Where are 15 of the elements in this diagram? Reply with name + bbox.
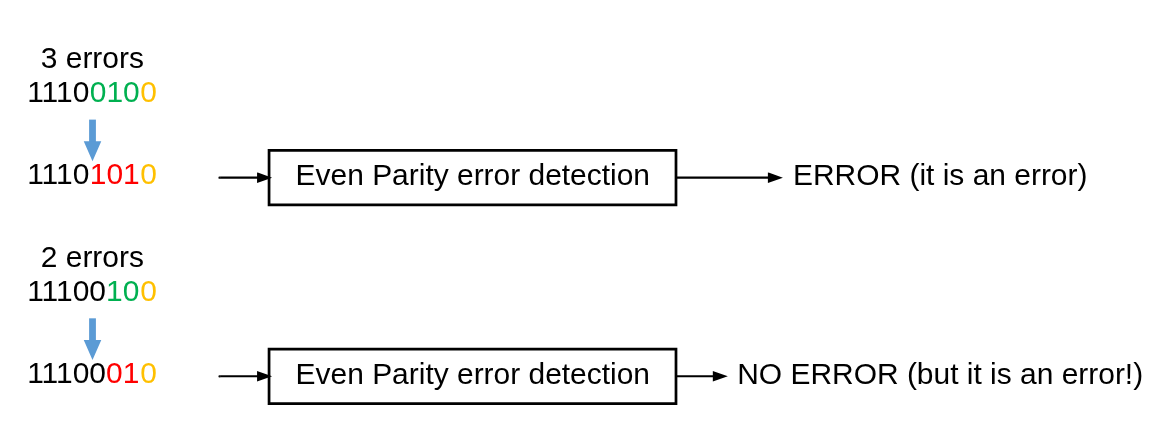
- node-label: 3 errors: [40, 41, 144, 75]
- arrow: [676, 371, 728, 382]
- node-box: Even Parity error detection: [267, 149, 678, 207]
- arrow: [220, 172, 273, 183]
- node-text: 11101010: [27, 156, 157, 190]
- arrow: [83, 119, 102, 162]
- node-text: 11100010: [27, 355, 157, 389]
- node-text: 11100100: [27, 75, 157, 109]
- arrow: [220, 371, 273, 382]
- arrow: [676, 172, 783, 183]
- node-box: Even Parity error detection: [267, 347, 678, 405]
- node-text: 11100100: [27, 273, 157, 307]
- node-text: ERROR (it is an error): [793, 158, 1088, 192]
- node-label: 2 errors: [40, 239, 144, 273]
- node-text: NO ERROR (but it is an error!): [737, 356, 1144, 390]
